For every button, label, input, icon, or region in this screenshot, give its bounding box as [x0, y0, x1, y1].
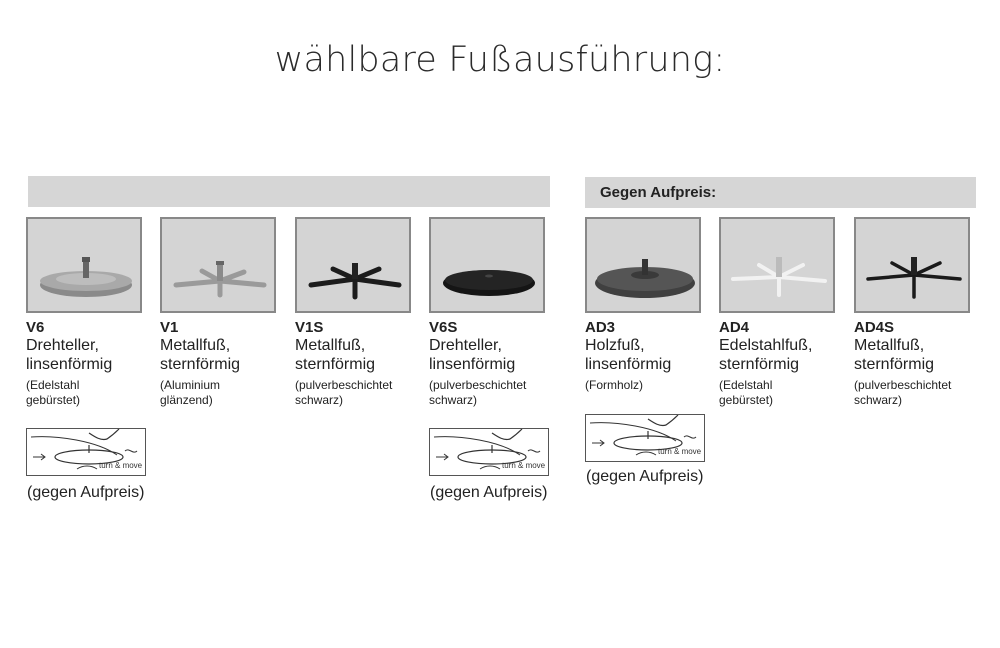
- option-shape: sternförmig: [160, 356, 241, 373]
- option-name: Metallfuß,: [854, 337, 925, 354]
- option-finish: (Edelstahl: [719, 378, 773, 392]
- base-image-v6s: [429, 217, 545, 313]
- option-finish-2: gebürstet): [26, 393, 81, 407]
- page-title: wählbare Fußausführung:: [274, 40, 726, 80]
- option-name: Metallfuß,: [160, 337, 231, 354]
- option-v6[interactable]: V6 Drehteller, linsenförmig (Edelstahl g…: [26, 217, 142, 408]
- option-finish: (pulverbeschichtet: [429, 378, 527, 392]
- option-code: V6: [26, 319, 45, 336]
- option-shape: linsenförmig: [585, 356, 672, 373]
- turn-and-move-diagram-v6: turn & move: [26, 428, 146, 476]
- surcharge-band: Gegen Aufpreis:: [585, 177, 976, 208]
- option-code: AD3: [585, 319, 616, 336]
- option-code: AD4: [719, 319, 750, 336]
- option-name: Metallfuß,: [295, 337, 366, 354]
- option-v1s[interactable]: V1S Metallfuß, sternförmig (pulverbeschi…: [295, 217, 411, 408]
- option-code: V1: [160, 319, 179, 336]
- turn-and-move-label: turn & move: [502, 461, 546, 470]
- option-shape: sternförmig: [719, 356, 800, 373]
- option-finish-2: schwarz): [854, 393, 903, 407]
- option-code: V1S: [295, 319, 324, 336]
- base-image-ad4: [719, 217, 835, 313]
- option-code: V6S: [429, 319, 458, 336]
- option-finish-2: schwarz): [295, 393, 344, 407]
- option-name: Drehteller,: [26, 337, 99, 354]
- option-finish: (pulverbeschichtet: [854, 378, 952, 392]
- option-finish: (pulverbeschichtet: [295, 378, 393, 392]
- option-finish: (Edelstahl: [26, 378, 80, 392]
- option-shape: linsenförmig: [26, 356, 113, 373]
- option-v6s[interactable]: V6S Drehteller, linsenförmig (pulverbesc…: [429, 217, 545, 408]
- base-image-ad3: [585, 217, 701, 313]
- option-ad4[interactable]: AD4 Edelstahlfuß, sternförmig (Edelstahl…: [719, 217, 835, 408]
- option-finish-2: gebürstet): [719, 393, 774, 407]
- option-finish-2: glänzend): [160, 393, 213, 407]
- option-code: AD4S: [854, 319, 895, 336]
- option-ad4s[interactable]: AD4S Metallfuß, sternförmig (pulverbesch…: [854, 217, 970, 408]
- option-v1[interactable]: V1 Metallfuß, sternförmig (Aluminium glä…: [160, 217, 276, 408]
- standard-options-band: [28, 176, 550, 207]
- turn-and-move-diagram-ad3: turn & move: [585, 414, 705, 462]
- turn-and-move-label: turn & move: [99, 461, 143, 470]
- option-name: Edelstahlfuß,: [719, 337, 813, 354]
- turn-and-move-diagram-v6s: turn & move: [429, 428, 549, 476]
- option-shape: sternförmig: [295, 356, 376, 373]
- option-name: Drehteller,: [429, 337, 502, 354]
- option-shape: sternförmig: [854, 356, 935, 373]
- surcharge-note-v6: (gegen Aufpreis): [27, 484, 145, 501]
- base-image-v6: [26, 217, 142, 313]
- surcharge-note-v6s: (gegen Aufpreis): [430, 484, 548, 501]
- option-name: Holzfuß,: [585, 337, 645, 354]
- option-finish: (Formholz): [585, 378, 644, 392]
- surcharge-label: Gegen Aufpreis:: [600, 184, 717, 201]
- option-shape: linsenförmig: [429, 356, 516, 373]
- option-ad3[interactable]: AD3 Holzfuß, linsenförmig (Formholz): [585, 217, 701, 393]
- surcharge-note-ad3: (gegen Aufpreis): [586, 468, 704, 485]
- option-finish-2: schwarz): [429, 393, 478, 407]
- base-image-v1: [160, 217, 276, 313]
- base-image-v1s: [295, 217, 411, 313]
- base-image-ad4s: [854, 217, 970, 313]
- option-finish: (Aluminium: [160, 378, 221, 392]
- turn-and-move-label: turn & move: [658, 447, 702, 456]
